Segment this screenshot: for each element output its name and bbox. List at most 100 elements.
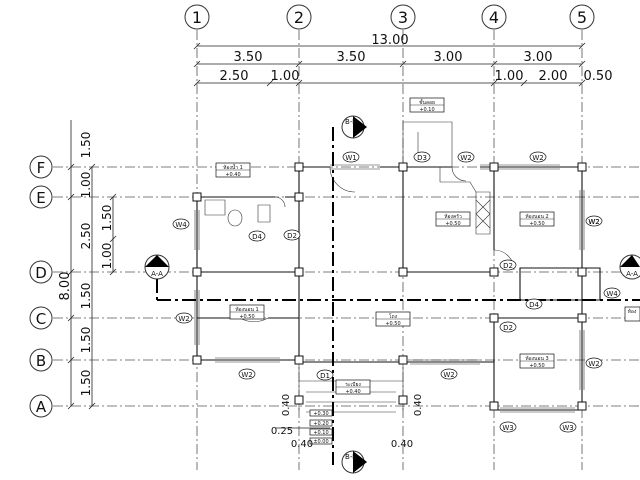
- window-tag-w2-h: W2: [588, 218, 599, 226]
- svg-text:+0.50: +0.50: [529, 221, 544, 227]
- window-tag-w2-c: W2: [585, 215, 603, 227]
- door-tag-d4-bath-label: D4: [252, 233, 262, 241]
- svg-text:ห้องนอน 1: ห้องนอน 1: [235, 306, 258, 313]
- svg-text:0.40: 0.40: [281, 394, 292, 416]
- dim-span-3: 3.00: [434, 50, 463, 65]
- svg-text:ห้องนอน 2: ห้องนอน 2: [525, 213, 548, 220]
- svg-text:2: 2: [294, 8, 304, 27]
- grid-bubble-1: 1: [184, 4, 210, 30]
- svg-text:1: 1: [192, 8, 202, 27]
- door-tag-d3: D3: [413, 151, 431, 163]
- grid-bubble-d: D: [29, 260, 53, 284]
- window-tags: W1 W2 W2 W2 W2 W2 W2 W2 W2 W3 W3 W4 W4: [172, 151, 621, 433]
- svg-text:5: 5: [577, 8, 587, 27]
- svg-text:A-A: A-A: [151, 270, 163, 278]
- dim-span-1: 3.50: [234, 50, 263, 65]
- svg-text:โถง: โถง: [389, 313, 398, 320]
- room-tag-living: โถง+0.50: [375, 311, 411, 327]
- room-tag-bed-2: ห้องนอน 2+0.50: [519, 211, 555, 227]
- svg-text:±0.00: ±0.00: [313, 439, 328, 445]
- svg-text:ระเบียง: ระเบียง: [345, 381, 361, 388]
- svg-text:+0.50: +0.50: [445, 221, 460, 227]
- door-tags: D1 D2 D2 D2 D2 D3 D4 D4: [252, 151, 543, 381]
- porch-dimensions: 0.40 0.40 0.25 0.40 0.40: [271, 394, 424, 450]
- door-tag-d4-bath: D4: [248, 230, 266, 242]
- svg-text:W3: W3: [562, 424, 573, 432]
- svg-text:ห้องนอน 3: ห้องนอน 3: [525, 355, 548, 362]
- svg-text:+0.40: +0.40: [225, 172, 240, 178]
- svg-text:D2: D2: [503, 262, 513, 270]
- dim-left-5: 1.50: [79, 327, 93, 354]
- svg-text:W2: W2: [460, 154, 471, 162]
- dim-left-6: 1.50: [79, 370, 93, 397]
- room-tag-porch: ระเบียง+0.40: [335, 379, 371, 395]
- svg-text:0.40: 0.40: [291, 439, 313, 450]
- svg-text:C: C: [36, 310, 46, 328]
- svg-text:A: A: [36, 398, 47, 416]
- svg-text:ห้องน้ำ 1: ห้องน้ำ 1: [223, 162, 243, 171]
- dim-overall-depth: 8.00: [58, 272, 73, 301]
- door-tag-d2-b: D2: [499, 259, 517, 271]
- svg-text:B-B: B-B: [345, 453, 357, 461]
- dim-left-sub-1: 1.50: [100, 205, 114, 232]
- window-tag-w2-e: W2: [238, 368, 256, 380]
- svg-text:B: B: [36, 352, 46, 370]
- svg-text:ชั้นลอย: ชั้นลอย: [419, 97, 435, 106]
- svg-text:+0.40: +0.40: [345, 389, 360, 395]
- window-tag-w2-b: W2: [529, 151, 547, 163]
- section-marker-bb-top: B-B: [341, 115, 367, 139]
- svg-text:4: 4: [489, 8, 499, 27]
- svg-text:+0.10: +0.10: [313, 430, 328, 436]
- room-tags: ชั้นลอย+0.10 ห้องน้ำ 1+0.40 ห้องครัว+0.5…: [215, 97, 640, 395]
- window-tag-w2-d: W2: [175, 312, 193, 324]
- grid-bubble-5: 5: [569, 4, 595, 30]
- svg-text:A-A: A-A: [626, 270, 638, 278]
- door-tag-d2-a: D2: [283, 229, 301, 241]
- window-tag-w4-a: W4: [172, 218, 190, 230]
- svg-text:W4: W4: [606, 290, 618, 298]
- svg-text:+0.50: +0.50: [385, 321, 400, 327]
- svg-text:0.40: 0.40: [413, 394, 424, 416]
- dim-left-4: 1.50: [79, 283, 93, 310]
- grid-row-bubbles: F E D C B A: [29, 155, 53, 418]
- svg-text:D2: D2: [287, 232, 297, 240]
- svg-text:D3: D3: [417, 154, 427, 162]
- svg-text:+0.30: +0.30: [313, 411, 328, 417]
- left-dimension-chains: 1.50 1.00 2.50 1.50 1.50 1.50 8.00 1.50 …: [58, 120, 117, 410]
- svg-text:D4: D4: [529, 301, 539, 309]
- svg-text:+0.50: +0.50: [529, 363, 544, 369]
- window-tag-w3-b: W3: [559, 421, 577, 433]
- svg-text:W2: W2: [588, 218, 599, 226]
- grid-bubble-b: B: [29, 348, 53, 372]
- door-tag-d4-b: D4: [525, 298, 543, 310]
- svg-text:+0.20: +0.20: [313, 421, 328, 427]
- svg-text:W2: W2: [588, 360, 599, 368]
- svg-text:D2: D2: [503, 324, 513, 332]
- dim-sub-4: 2.00: [539, 69, 568, 84]
- window-tag-w1: W1: [342, 151, 360, 163]
- step-level-tags: +0.30 +0.20 +0.10 ±0.00: [309, 409, 333, 445]
- window-tag-w3-a: W3: [499, 421, 517, 433]
- svg-text:W2: W2: [532, 154, 543, 162]
- dim-span-4: 3.00: [524, 50, 553, 65]
- window-tag-w2-a: W2: [457, 151, 475, 163]
- svg-text:B-B: B-B: [345, 118, 357, 126]
- room-tag-kitchen: ห้องครัว+0.50: [435, 211, 471, 227]
- dim-sub-3: 1.00: [495, 69, 524, 84]
- grid-bubble-4: 4: [481, 4, 507, 30]
- room-tag-top-stair: ชั้นลอย+0.10: [409, 97, 445, 113]
- dim-left-3: 2.50: [79, 223, 93, 250]
- section-marker-bb-bottom: B-B: [341, 450, 367, 474]
- grid-bubble-2: 2: [286, 4, 312, 30]
- dim-left-2: 1.00: [79, 172, 93, 199]
- window-tag-w2-f: W2: [440, 368, 458, 380]
- dim-sub-5: 0.50: [584, 69, 613, 84]
- grid-bubble-a: A: [29, 394, 53, 418]
- svg-text:0.40: 0.40: [391, 439, 413, 450]
- section-marker-aa-left: A-A: [144, 254, 170, 300]
- dim-left-1: 1.50: [79, 132, 93, 159]
- structural-columns: [192, 162, 587, 411]
- svg-text:W3: W3: [502, 424, 513, 432]
- svg-text:3: 3: [398, 8, 408, 27]
